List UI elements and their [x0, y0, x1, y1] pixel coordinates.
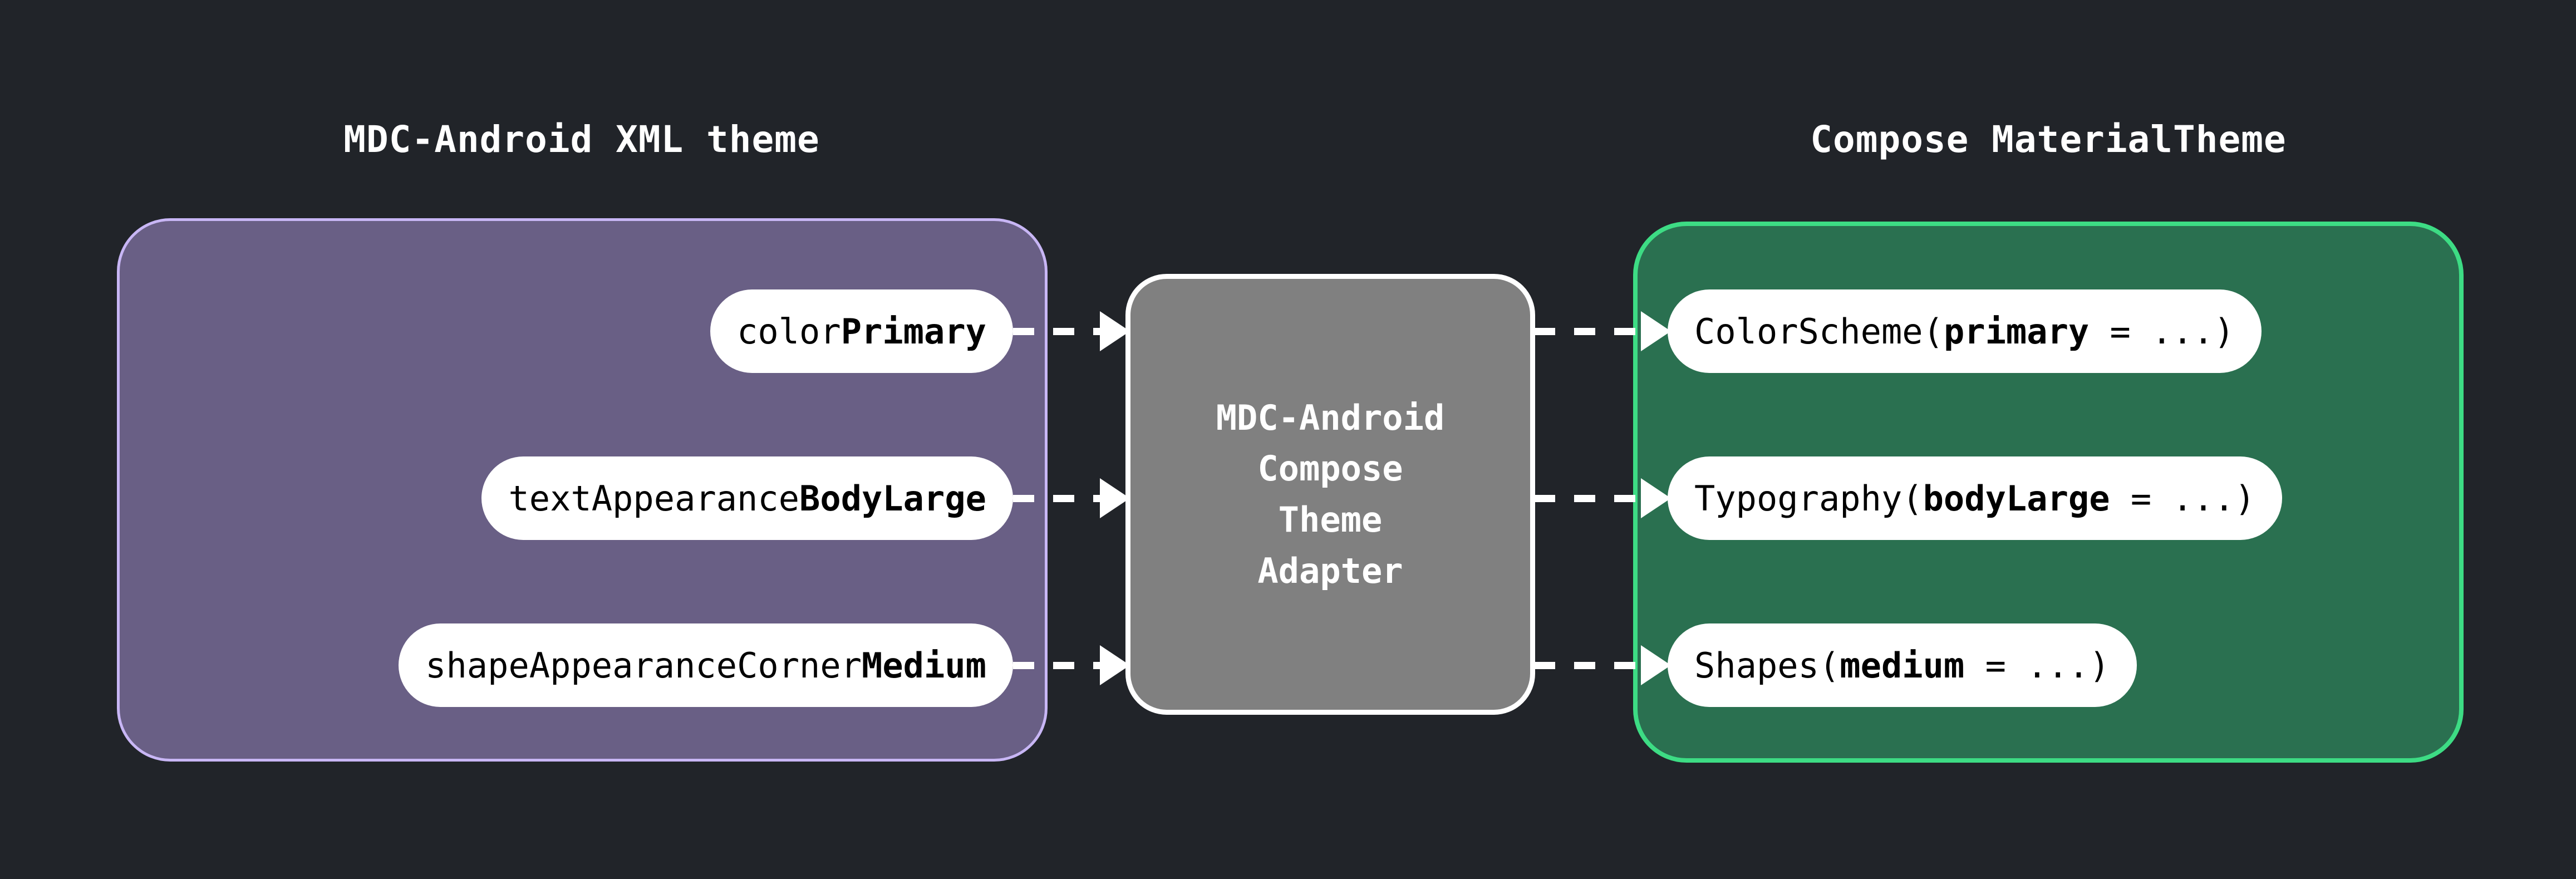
arrow-adapter-to-shapes	[1534, 645, 1671, 685]
arrow-adapter-to-typography	[1534, 478, 1671, 518]
theme-adapter-box: MDC-Android Compose Theme Adapter	[1125, 274, 1535, 715]
arrow-color-primary-to-adapter	[1013, 311, 1130, 351]
dashed-line	[1013, 661, 1101, 669]
dashed-line	[1534, 327, 1642, 335]
pill-label: textAppearanceBodyLarge	[508, 478, 986, 519]
pill-label: shapeAppearanceCornerMedium	[425, 645, 986, 686]
arrowhead-icon	[1641, 645, 1671, 685]
theme-adapter-label: MDC-Android Compose Theme Adapter	[1216, 397, 1445, 591]
compose-token-pill-shapes-medium: Shapes(medium = ...)	[1668, 623, 2137, 707]
compose-token-pill-typography-bodylarge: Typography(bodyLarge = ...)	[1668, 456, 2282, 540]
dashed-line	[1013, 327, 1101, 335]
arrowhead-icon	[1100, 311, 1130, 351]
xml-attribute-pill-textappearance-bodylarge: textAppearanceBodyLarge	[481, 456, 1013, 540]
pill-label: colorPrimary	[737, 311, 986, 352]
left-column-title: MDC-Android XML theme	[343, 118, 820, 161]
dashed-line	[1534, 661, 1642, 669]
arrowhead-icon	[1100, 478, 1130, 518]
compose-token-pill-colorscheme-primary: ColorScheme(primary = ...)	[1668, 289, 2262, 373]
xml-attribute-pill-color-primary: colorPrimary	[710, 289, 1013, 373]
arrow-textappearance-to-adapter	[1013, 478, 1130, 518]
pill-label: Typography(bodyLarge = ...)	[1694, 478, 2255, 519]
arrow-adapter-to-colorscheme	[1534, 311, 1671, 351]
xml-attribute-pill-shapeappearancecorner-medium: shapeAppearanceCornerMedium	[399, 623, 1013, 707]
arrowhead-icon	[1100, 645, 1130, 685]
arrowhead-icon	[1641, 478, 1671, 518]
pill-label: Shapes(medium = ...)	[1694, 645, 2110, 686]
arrowhead-icon	[1641, 311, 1671, 351]
dashed-line	[1013, 494, 1101, 502]
right-column-title: Compose MaterialTheme	[1810, 118, 2287, 161]
dashed-line	[1534, 494, 1642, 502]
arrow-shapeappearance-to-adapter	[1013, 645, 1130, 685]
pill-label: ColorScheme(primary = ...)	[1694, 311, 2235, 352]
